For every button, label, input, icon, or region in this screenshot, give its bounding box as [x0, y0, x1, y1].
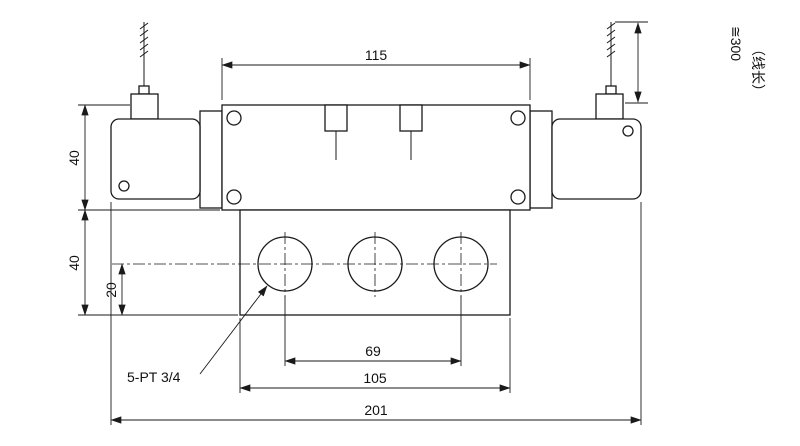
- port-thread-label: 5-PT 3/4: [127, 369, 181, 385]
- body-screw-bottom-right: [510, 189, 526, 205]
- valve-body-outline: [221, 104, 531, 211]
- dim-upper-height: 40: [66, 104, 220, 211]
- right-solenoid-assembly: [529, 22, 642, 209]
- right-coil-connector: [595, 93, 624, 120]
- dim-port-span: 69: [284, 296, 462, 366]
- dim-text-69: 69: [365, 343, 381, 359]
- left-wire-hatching: [139, 22, 149, 58]
- dim-text-wire-length: ≅300: [728, 26, 744, 61]
- dim-text-lower-40: 40: [66, 255, 82, 271]
- right-mounting-plate: [529, 110, 553, 209]
- dim-text-115: 115: [365, 47, 388, 63]
- body-screw-bottom-left: [226, 189, 242, 205]
- right-cable-gland: [605, 85, 617, 95]
- dim-text-wire-length-note: （线长）: [750, 42, 766, 98]
- left-solenoid-assembly: [110, 22, 223, 209]
- body-screw-top-right: [510, 110, 526, 126]
- dim-lower-height: 40: [66, 209, 238, 316]
- dim-manifold-width: 105: [239, 318, 511, 393]
- left-coil-screw: [118, 180, 130, 192]
- top-slot-left: [324, 104, 348, 132]
- port-thread-callout: 5-PT 3/4: [127, 285, 268, 385]
- valve-body: [221, 104, 531, 211]
- left-coil-body: [110, 118, 201, 200]
- right-wire-hatching: [606, 22, 616, 58]
- dim-text-201: 201: [364, 402, 388, 418]
- leader-line: [199, 285, 268, 375]
- body-screw-top-left: [226, 110, 242, 126]
- dim-wire-length: ≅300 （线长）: [615, 21, 766, 104]
- left-mounting-plate: [199, 110, 223, 209]
- dim-text-upper-40: 40: [66, 150, 82, 166]
- manifold-block: [112, 209, 511, 316]
- dim-overall-width: 201: [110, 202, 642, 425]
- right-coil-body: [551, 118, 642, 200]
- dim-text-105: 105: [363, 370, 387, 386]
- dim-port-center: 20: [103, 263, 126, 316]
- left-coil-connector: [130, 93, 159, 120]
- dim-top-width: 115: [221, 47, 531, 100]
- right-coil-screw: [622, 125, 634, 137]
- left-cable-gland: [138, 85, 150, 95]
- top-slot-right: [399, 104, 423, 132]
